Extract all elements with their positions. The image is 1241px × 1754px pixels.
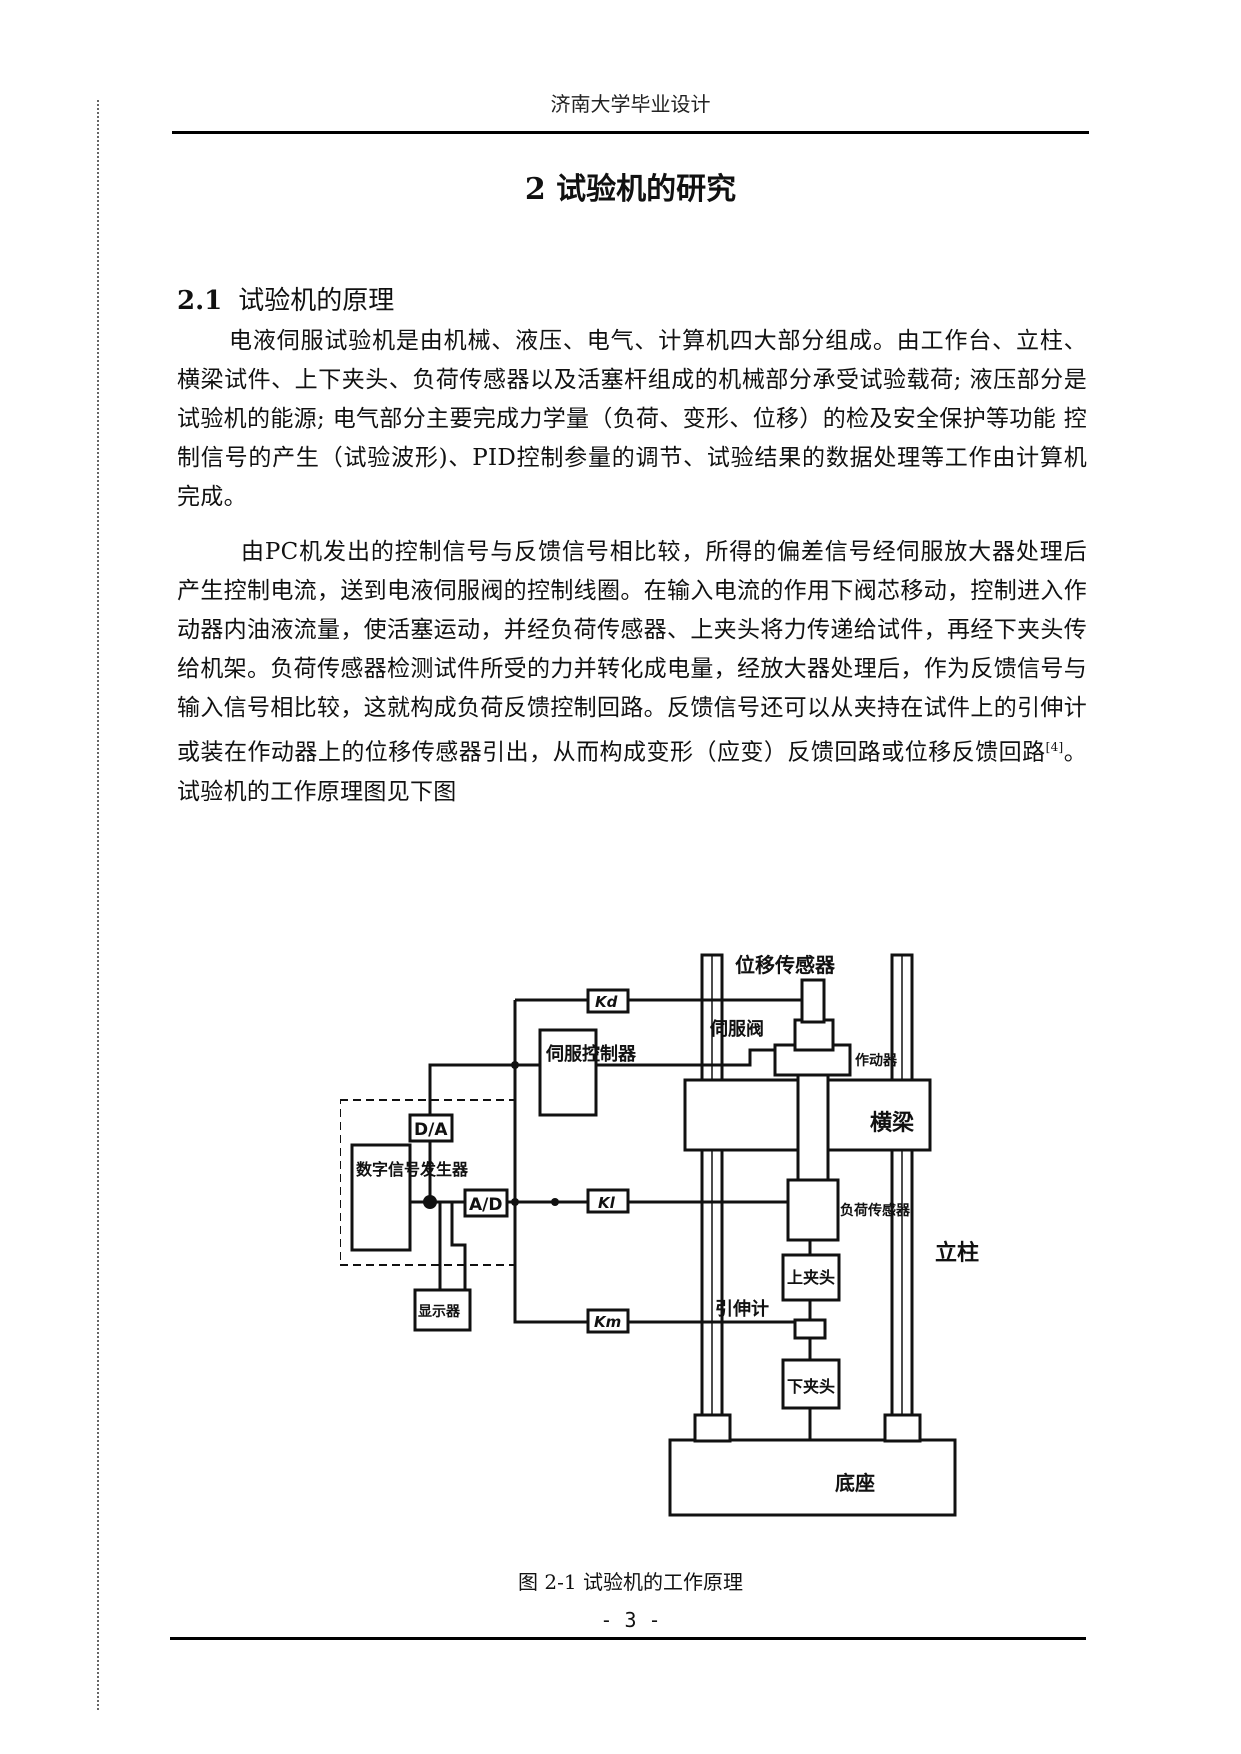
load-sensor-body [786, 1178, 840, 1242]
section-title: 试验机的原理 [238, 286, 395, 316]
paragraph-2-text: 由PC机发出的控制信号与反馈信号相比较，所得的偏差信号经伺服放大器处理后产生控制… [177, 539, 1087, 766]
section-heading: 2.1 试验机的原理 [177, 280, 394, 317]
section-number: 2.1 [177, 286, 223, 316]
figure-caption: 图 2-1 试验机的工作原理 [518, 1570, 743, 1594]
page-number: - 3 - [600, 1608, 661, 1632]
label-base: 底座 [835, 1471, 875, 1495]
column-foot-left [693, 1413, 732, 1443]
label-upper-clamp: 上夹头 [787, 1268, 835, 1287]
running-header: 济南大学毕业设计 [550, 92, 711, 116]
actuator-top [793, 1018, 835, 1052]
header-rule [172, 131, 1089, 134]
label-servo-controller: 伺服控制器 [545, 1043, 637, 1065]
paragraph-1: 电液伺服试验机是由机械、液压、电气、计算机四大部分组成。由工作台、立柱、横梁试件… [177, 328, 1087, 510]
display-box [413, 1288, 472, 1332]
label-extensometer: 引伸计 [715, 1298, 769, 1320]
label-signal-generator-line: 数字信号发生器 [356, 1160, 469, 1179]
footer-rule [170, 1637, 1086, 1640]
label-actuator: 作动器 [855, 1052, 898, 1069]
displacement-sensor-body [800, 978, 826, 1024]
column-foot-right [883, 1413, 922, 1443]
label-column: 立柱 [935, 1240, 979, 1266]
label-kd: Kd [595, 993, 618, 1011]
label-crossbeam: 横梁 [870, 1111, 914, 1136]
piston-rod [796, 1073, 830, 1182]
base-block [668, 1438, 957, 1517]
upper-clamp-body [781, 1253, 841, 1302]
lower-clamp-body [781, 1358, 841, 1410]
citation-ref: [4] [1045, 740, 1064, 754]
paragraph-2-tail: 。试验机的工作原理图见下图 [177, 739, 1087, 805]
label-load-sensor: 负荷传感器 [840, 1202, 911, 1219]
label-kl: Kl [598, 1194, 616, 1212]
label-displacement-sensor: 位移传感器 [735, 953, 836, 977]
servo-controller-box [538, 1028, 598, 1117]
label-da: D/A [414, 1120, 448, 1140]
working-principle-diagram: 位移传感器 伺服阀 作动器 横梁 负荷传感器 上夹头 立柱 引伸计 下夹头 底座… [340, 953, 979, 1517]
signal-generator-box [350, 1143, 412, 1252]
label-signal-generator: 数字信号发生器 [356, 1160, 469, 1179]
label-display: 显示器 [418, 1304, 461, 1320]
label-servo-valve: 伺服阀 [709, 1018, 764, 1040]
chapter-title: 2 试验机的研究 [524, 172, 737, 207]
paragraph-2: 由PC机发出的控制信号与反馈信号相比较，所得的偏差信号经伺服放大器处理后产生控制… [177, 533, 1087, 812]
extensometer-clip [793, 1318, 827, 1340]
binding-margin-line [97, 100, 99, 1710]
label-lower-clamp: 下夹头 [787, 1377, 835, 1396]
label-ad: A/D [469, 1195, 502, 1215]
label-servo-controller-line: 伺服控制器 [545, 1043, 637, 1065]
label-km: Km [594, 1313, 621, 1331]
